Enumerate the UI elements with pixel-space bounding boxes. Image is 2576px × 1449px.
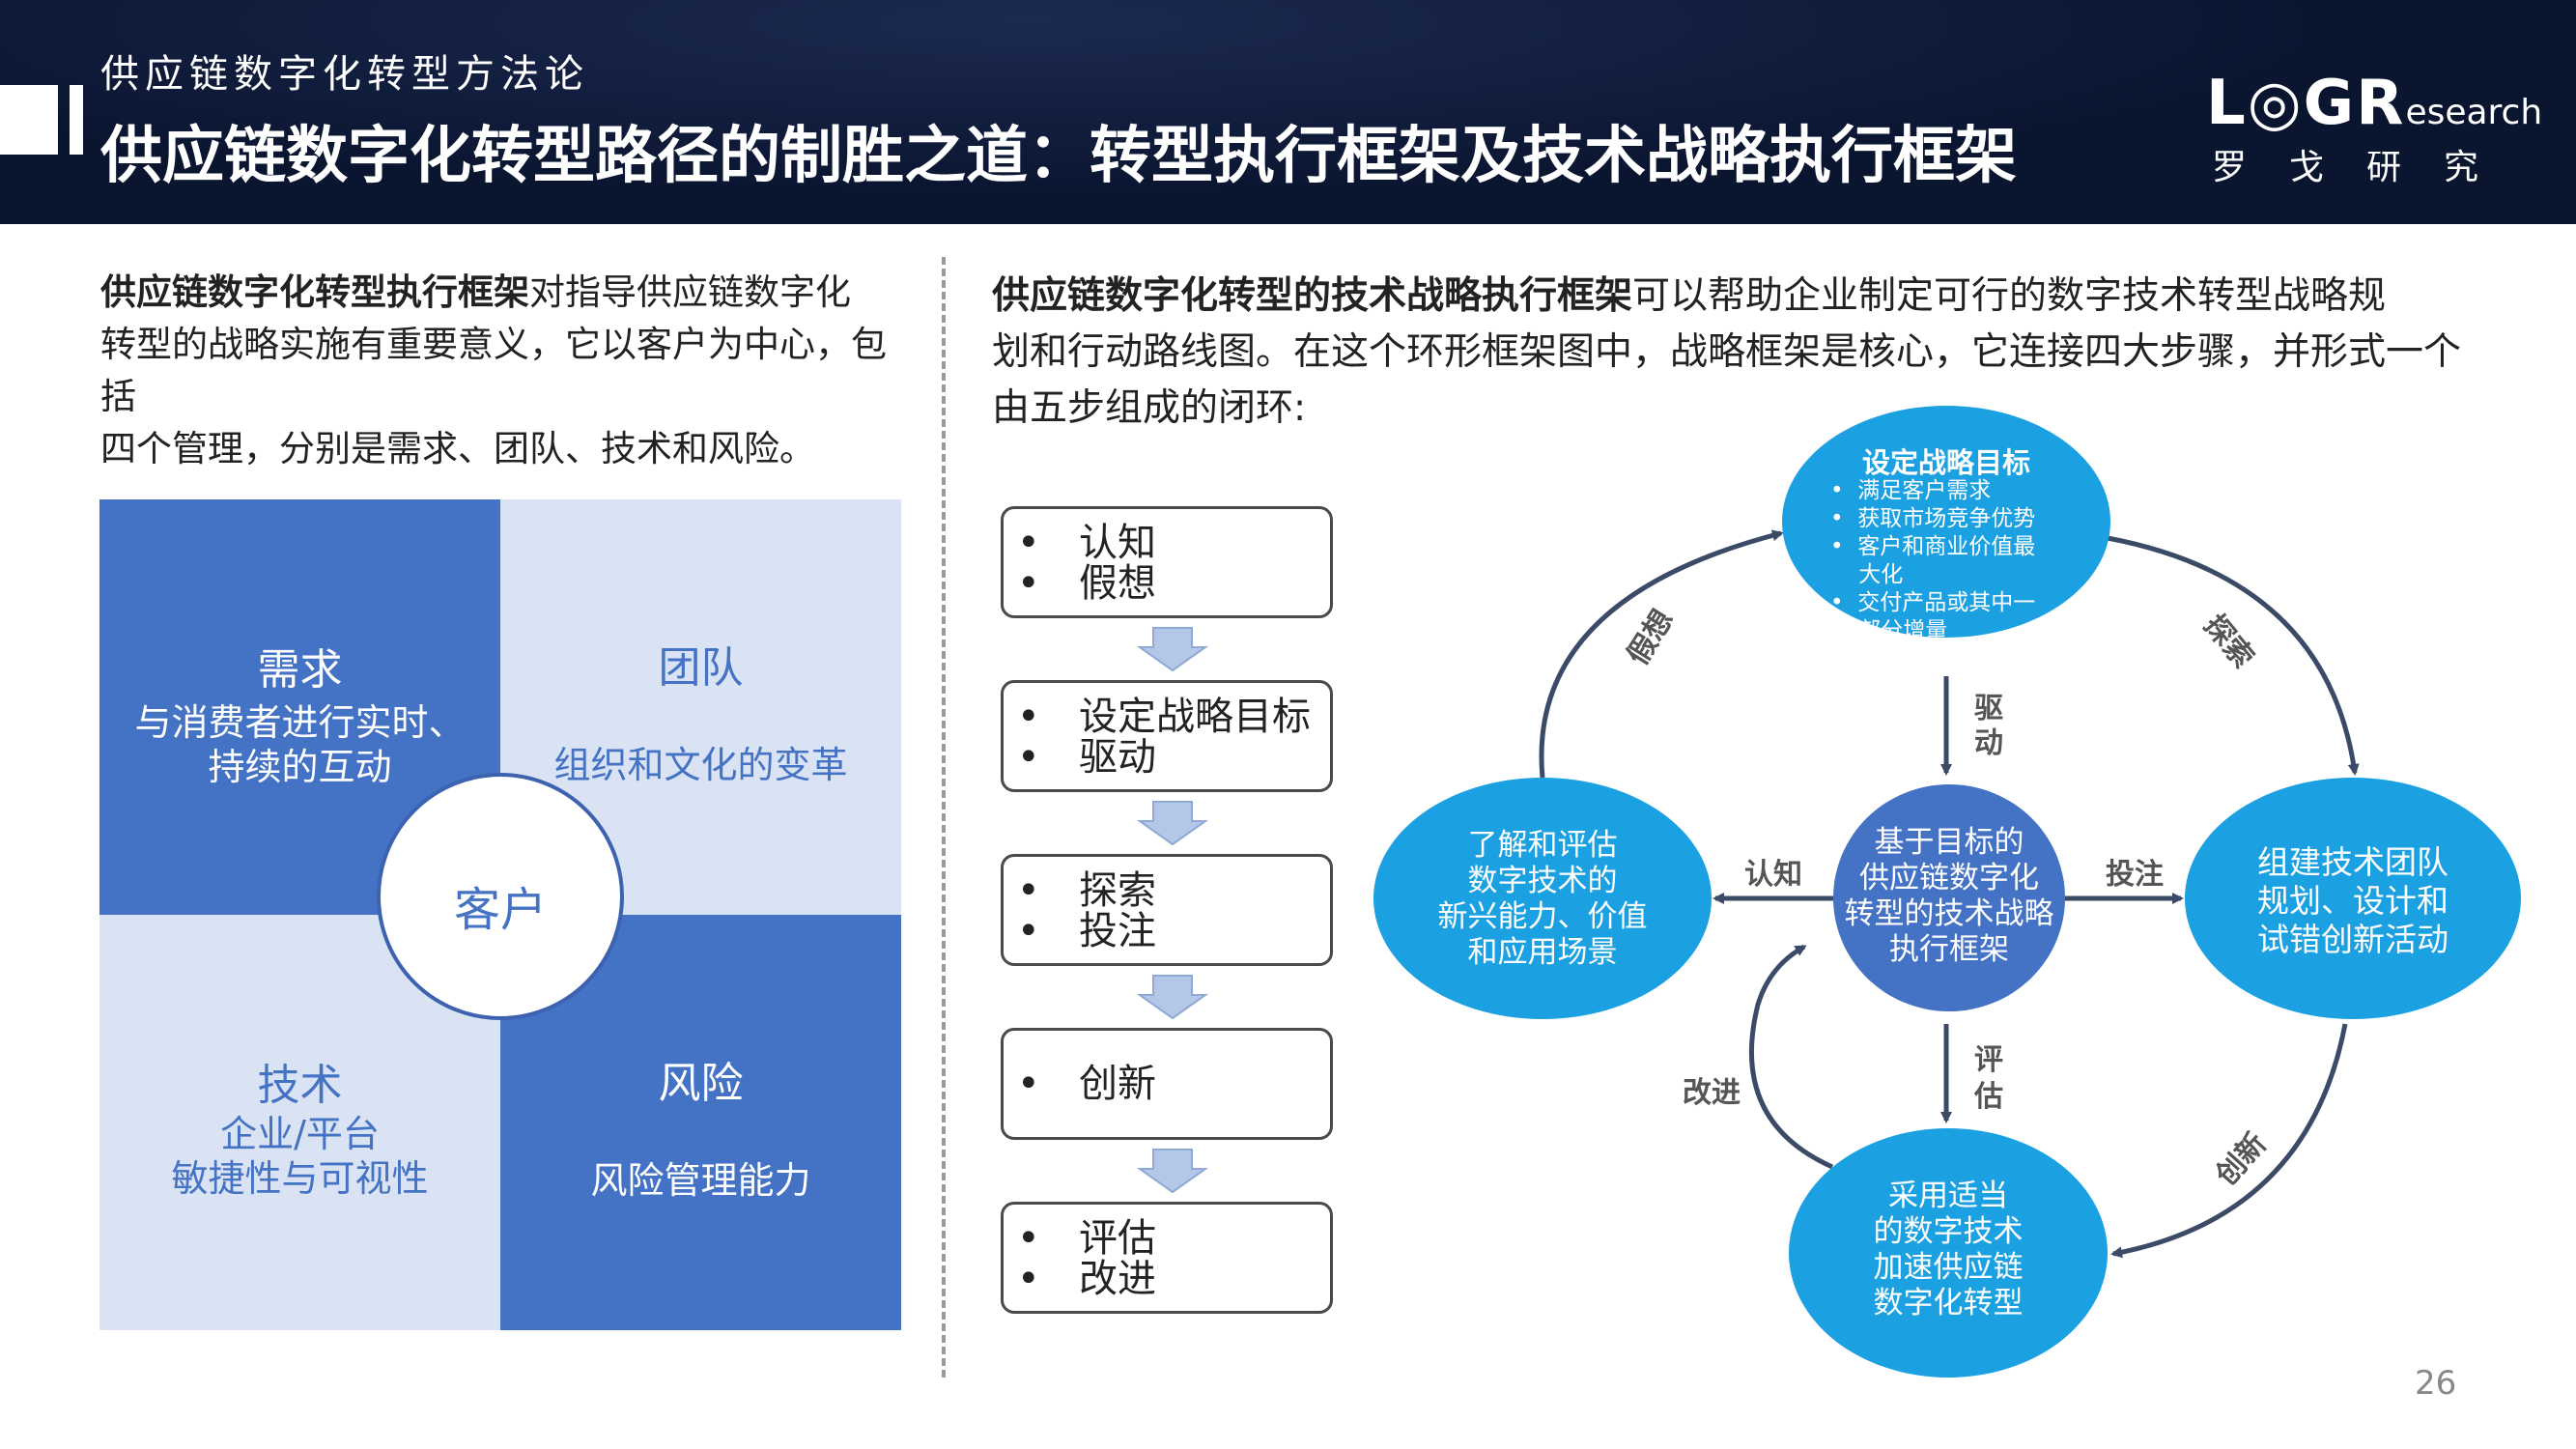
quadrant-demand: 需求 与消费者进行实时、 持续的互动 — [99, 499, 500, 915]
header-accent-block — [0, 85, 58, 155]
logo-research-text: esearch — [2405, 93, 2543, 132]
circle-core-text: 基于目标的供应链数字化转型的技术战略执行框架 — [1844, 825, 2054, 967]
vertical-divider — [942, 257, 946, 1378]
quadrant-demand-title: 需求 — [257, 645, 343, 695]
goal-bullet-4: • 交付产品或其中一 — [1830, 590, 2036, 615]
arc-explore — [2107, 535, 2360, 776]
goal-bullet-3-cont: 大化 — [1858, 562, 1904, 587]
circle-adopt-tech-text: 采用适当的数字技术加速供应链数字化转型 — [1873, 1179, 2024, 1321]
logo-main-text: L◎GR — [2206, 68, 2406, 139]
flow-down-arrow-2 — [1136, 801, 1209, 846]
flow-step-2-item-2: 驱动 — [1017, 737, 1311, 778]
flow-step-2-item-1: 设定战略目标 — [1017, 696, 1311, 737]
flow-step-4-item-1: 创新 — [1017, 1064, 1156, 1104]
flow-step-3: 探索 投注 — [1001, 854, 1333, 966]
goal-bullet-4-cont: 部分增量 — [1858, 618, 1948, 643]
flow-step-3-item-2: 投注 — [1017, 911, 1156, 952]
flow-down-arrow-3 — [1136, 975, 1209, 1020]
right-intro-bold: 供应链数字化转型的技术战略执行框架 — [992, 274, 1633, 318]
customer-circle: 客户 — [377, 773, 624, 1020]
flow-step-3-item-1: 探索 — [1017, 870, 1156, 911]
customer-label: 客户 — [453, 883, 547, 937]
flow-step-5-item-1: 评估 — [1017, 1218, 1156, 1259]
logo: L◎GResearch — [2206, 68, 2542, 139]
label-bet: 投注 — [2106, 858, 2164, 892]
arc-innovate — [2110, 1023, 2348, 1259]
circle-adopt-tech: 采用适当的数字技术加速供应链数字化转型 — [1789, 1128, 2108, 1378]
left-intro-line2: 转型的战略实施有重要意义，它以客户为中心，包括 — [100, 324, 887, 417]
label-improve: 改进 — [1683, 1076, 1741, 1110]
flow-step-1-item-1: 认知 — [1017, 523, 1156, 563]
circle-set-goal-title: 设定战略目标 — [1861, 446, 2030, 479]
goal-bullet-2: • 获取市场竞争优势 — [1830, 506, 2036, 531]
left-intro-bold: 供应链数字化转型执行框架 — [100, 271, 529, 313]
label-eval-2: 估 — [1974, 1080, 2003, 1114]
circle-understand-text: 了解和评估数字技术的新兴能力、价值和应用场景 — [1437, 828, 1648, 970]
page-title: 供应链数字化转型路径的制胜之道：转型执行框架及技术战略执行框架 — [100, 121, 2017, 192]
circle-core-framework: 基于目标的供应链数字化转型的技术战略执行框架 — [1833, 784, 2065, 1011]
quadrant-tech-title: 技术 — [257, 1061, 343, 1110]
left-intro-paragraph: 供应链数字化转型执行框架对指导供应链数字化 转型的战略实施有重要意义，它以客户为… — [100, 267, 912, 475]
logo-chinese-name: 罗戈研究 — [2212, 148, 2522, 187]
flow-down-arrow-4 — [1136, 1149, 1209, 1194]
quadrant-team-title: 团队 — [658, 643, 744, 693]
arc-improve — [1748, 944, 1834, 1170]
quadrant-risk-title: 风险 — [658, 1059, 744, 1108]
label-drive-2: 动 — [1974, 726, 2003, 760]
left-intro-line3: 四个管理，分别是需求、团队、技术和风险。 — [100, 428, 815, 469]
quadrant-team-line1: 组织和文化的变革 — [553, 744, 848, 786]
flow-step-4: 创新 — [1001, 1028, 1333, 1140]
right-intro-paragraph: 供应链数字化转型的技术战略执行框架可以帮助企业制定可行的数字技术转型战略规 划和… — [992, 269, 2537, 437]
label-eval-1: 评 — [1974, 1043, 2003, 1077]
cycle-arrows — [1539, 529, 2360, 1259]
header-bar — [0, 0, 2576, 224]
header-accent-bar — [70, 85, 83, 155]
goal-bullet-3: • 客户和商业价值最 — [1830, 534, 2036, 559]
right-intro-line2: 划和行动路线图。在这个环形框架图中，战略框架是核心，它连接四大步骤，并形式一个 — [992, 330, 2462, 374]
section-subtitle: 供应链数字化转型方法论 — [100, 52, 589, 97]
page-number: 26 — [2415, 1364, 2457, 1403]
quadrant-demand-line2: 持续的互动 — [208, 746, 392, 788]
goal-bullet-1: • 满足客户需求 — [1830, 478, 1992, 503]
flow-step-5-item-2: 改进 — [1017, 1259, 1156, 1299]
right-intro-line1: 可以帮助企业制定可行的数字技术转型战略规 — [1632, 274, 2387, 318]
quadrant-risk-line1: 风险管理能力 — [590, 1159, 811, 1202]
flow-step-1-item-2: 假想 — [1017, 563, 1156, 604]
quadrant-tech-line1: 企业/平台 — [220, 1113, 380, 1155]
left-intro-line1: 对指导供应链数字化 — [529, 271, 851, 313]
circle-set-goal-bullets: • 满足客户需求 • 获取市场竞争优势 • 客户和商业价值最 大化 • 交付产品… — [1830, 477, 2035, 645]
flow-step-1: 认知 假想 — [1001, 506, 1333, 618]
label-drive-1: 驱 — [1974, 692, 2003, 725]
flow-step-2: 设定战略目标 驱动 — [1001, 680, 1333, 792]
circle-build-team-text: 组建技术团队规划、设计和试错创新活动 — [2257, 843, 2449, 958]
circle-build-team: 组建技术团队规划、设计和试错创新活动 — [2185, 778, 2521, 1019]
flow-step-5: 评估 改进 — [1001, 1202, 1333, 1314]
circle-understand-evaluate: 了解和评估数字技术的新兴能力、价值和应用场景 — [1373, 778, 1712, 1019]
circle-set-goal: 设定战略目标 • 满足客户需求 • 获取市场竞争优势 • 客户和商业价值最 大化… — [1782, 406, 2110, 643]
flow-down-arrow-1 — [1136, 627, 1209, 672]
right-intro-line3: 由五步组成的闭环: — [992, 386, 1307, 430]
quadrant-tech-line2: 敏捷性与可视性 — [171, 1157, 429, 1200]
arc-assume — [1539, 529, 1784, 779]
quadrant-demand-line1: 与消费者进行实时、 — [134, 701, 466, 744]
label-cognize: 认知 — [1744, 858, 1802, 892]
